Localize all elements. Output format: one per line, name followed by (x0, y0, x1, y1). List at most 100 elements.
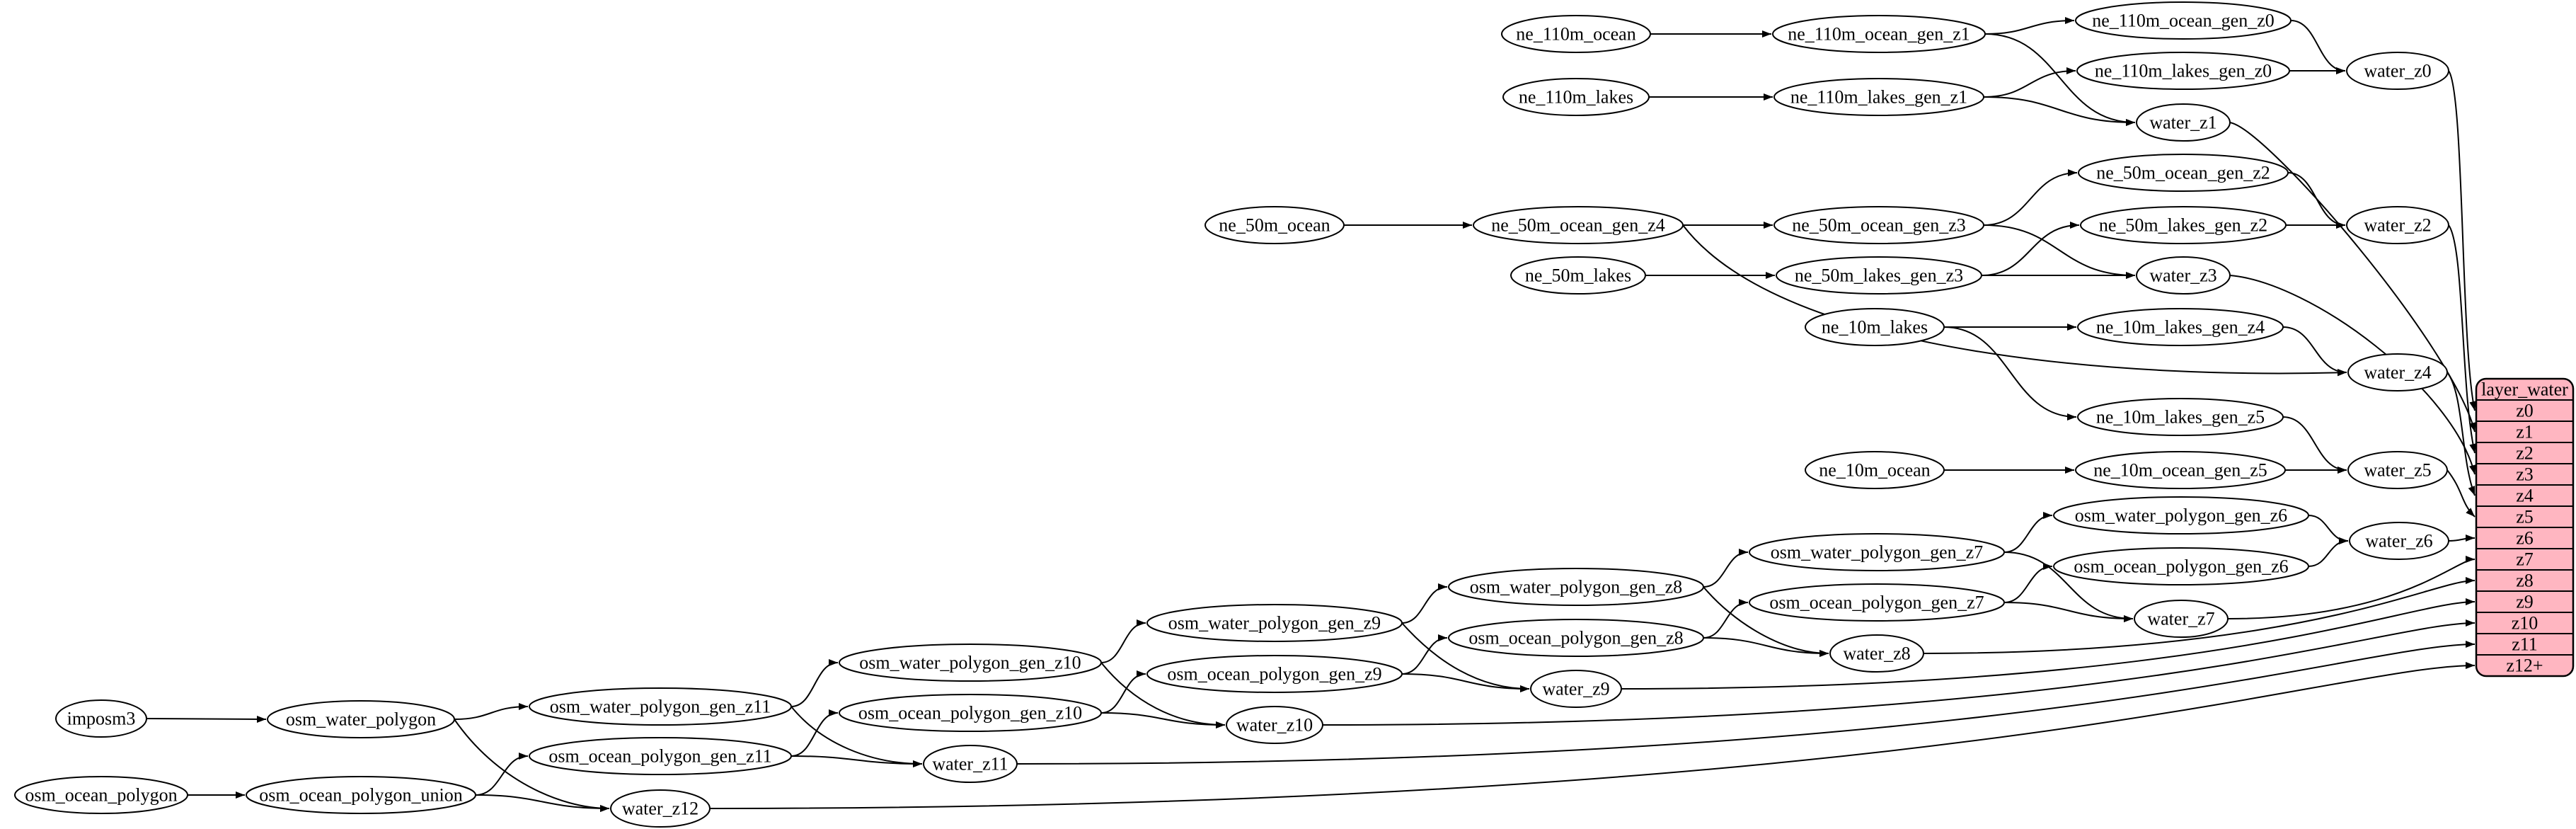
node-water_z7: water_z7 (2134, 600, 2229, 638)
node-ne_110m_ocean_gen_z1-label: ne_110m_ocean_gen_z1 (1788, 24, 1970, 45)
node-water_z1-label: water_z1 (2149, 113, 2216, 133)
node-osm_ocean_polygon_gen_z8: osm_ocean_polygon_gen_z8 (1448, 619, 1704, 657)
edge-osm_ocean_polygon_gen_z6--water_z6 (2308, 537, 2349, 567)
record-row-z6: z6 (2516, 528, 2534, 549)
node-ne_10m_lakes_gen_z4-shape (2077, 308, 2284, 346)
node-osm_ocean_polygon_gen_z10: osm_ocean_polygon_gen_z10 (839, 694, 1102, 732)
node-osm_ocean_polygon_gen_z6-label: osm_ocean_polygon_gen_z6 (2074, 556, 2288, 577)
node-water_z5: water_z5 (2347, 451, 2448, 489)
node-water_z5-shape (2347, 451, 2448, 489)
node-water_z0-label: water_z0 (2364, 61, 2431, 81)
edge-osm_ocean_polygon_gen_z9--water_z9 (1401, 673, 1530, 692)
edge-osm_ocean_polygon_gen_z10--osm_ocean_polygon_gen_z9 (1100, 670, 1146, 714)
node-ne_10m_lakes_gen_z4-label: ne_10m_lakes_gen_z4 (2096, 317, 2265, 338)
node-osm_water_polygon_gen_z11: osm_water_polygon_gen_z11 (529, 687, 792, 726)
node-ne_110m_lakes_gen_z1-shape (1773, 78, 1984, 116)
node-ne_110m_ocean_gen_z0-label: ne_110m_ocean_gen_z0 (2092, 11, 2275, 31)
node-ne_10m_ocean: ne_10m_ocean (1805, 451, 1945, 489)
node-ne_10m_ocean_gen_z5: ne_10m_ocean_gen_z5 (2075, 451, 2286, 489)
edge-water_z8--layer_water-z8 (1923, 577, 2476, 654)
node-ne_110m_lakes_gen_z0: ne_110m_lakes_gen_z0 (2076, 52, 2290, 90)
node-osm_water_polygon_gen_z11-shape (529, 687, 792, 726)
node-ne_50m_lakes_gen_z2: ne_50m_lakes_gen_z2 (2080, 206, 2287, 244)
node-ne_50m_lakes-label: ne_50m_lakes (1525, 265, 1631, 286)
record-title: layer_water (2481, 379, 2568, 400)
node-ne_50m_lakes_gen_z3-label: ne_50m_lakes_gen_z3 (1795, 265, 1963, 286)
node-imposm3-label: imposm3 (67, 709, 136, 729)
node-ne_110m_ocean_gen_z1: ne_110m_ocean_gen_z1 (1772, 15, 1986, 53)
node-osm_ocean_polygon_union-shape (246, 776, 476, 814)
node-ne_50m_ocean_gen_z4-shape (1473, 206, 1684, 244)
edge-water_z12--layer_water-z12+ (709, 662, 2476, 809)
record-row-z10: z10 (2512, 613, 2538, 634)
node-osm_ocean_polygon_union: osm_ocean_polygon_union (246, 776, 476, 814)
record-row-z11: z11 (2512, 634, 2538, 655)
edge-ne_50m_ocean_gen_z3--ne_50m_ocean_gen_z2 (1983, 169, 2078, 226)
edge-osm_ocean_polygon_gen_z7--water_z7 (2003, 602, 2134, 622)
node-ne_50m_ocean-label: ne_50m_ocean (1219, 215, 1330, 236)
node-osm_water_polygon_gen_z9-label: osm_water_polygon_gen_z9 (1168, 613, 1381, 634)
record-layer: layer_waterz0z1z2z3z4z5z6z7z8z9z10z11z12… (2475, 377, 2575, 678)
node-water_z10-shape (1226, 706, 1323, 744)
node-ne_10m_lakes: ne_10m_lakes (1805, 308, 1945, 346)
node-ne_10m_ocean_gen_z5-shape (2075, 451, 2286, 489)
node-osm_ocean_polygon_gen_z11-shape (529, 737, 792, 775)
node-water_z1: water_z1 (2136, 103, 2231, 142)
record-row-z3: z3 (2516, 464, 2534, 485)
edge-osm_ocean_polygon_gen_z11--osm_ocean_polygon_gen_z10 (790, 709, 839, 757)
node-ne_10m_lakes_gen_z4: ne_10m_lakes_gen_z4 (2077, 308, 2284, 346)
node-water_z4-label: water_z4 (2364, 362, 2431, 383)
node-water_z6-shape (2349, 522, 2449, 560)
node-water_z4-shape (2347, 353, 2448, 391)
edge-osm_water_polygon_gen_z7--osm_water_polygon_gen_z6 (2003, 512, 2053, 553)
node-ne_10m_ocean-shape (1805, 451, 1945, 489)
edge-water_z1--layer_water-z1 (2229, 122, 2476, 433)
node-water_z7-shape (2134, 600, 2229, 638)
edge-osm_ocean_polygon_union--water_z12 (475, 794, 610, 812)
record-row-z8: z8 (2516, 571, 2534, 591)
edge-water_z6--layer_water-z6 (2448, 534, 2476, 542)
node-osm_ocean_polygon_gen_z7-shape (1749, 583, 2005, 622)
edge-osm_water_polygon_gen_z7--water_z7 (2003, 551, 2134, 622)
edge-ne_50m_ocean_gen_z4--water_z4 (1682, 224, 2347, 377)
node-ne_110m_lakes_gen_z1: ne_110m_lakes_gen_z1 (1773, 78, 1984, 116)
edge-ne_110m_lakes_gen_z1--water_z1 (1983, 96, 2136, 126)
edge-ne_110m_ocean_gen_z0--water_z0 (2290, 20, 2346, 74)
node-ne_110m_lakes_gen_z0-shape (2076, 52, 2290, 90)
node-ne_50m_lakes: ne_50m_lakes (1510, 256, 1646, 295)
node-ne_50m_lakes-shape (1510, 256, 1646, 295)
node-water_z3-label: water_z3 (2149, 265, 2216, 286)
node-ne_10m_ocean_gen_z5-label: ne_10m_ocean_gen_z5 (2093, 460, 2267, 481)
node-water_z6: water_z6 (2349, 522, 2449, 560)
node-water_z11-shape (923, 745, 1018, 783)
record-row-z2: z2 (2516, 443, 2534, 464)
node-ne_50m_ocean_gen_z2-label: ne_50m_ocean_gen_z2 (2096, 163, 2270, 183)
node-ne_50m_lakes_gen_z3-shape (1776, 256, 1982, 295)
edges-layer (146, 17, 2477, 812)
node-osm_ocean_polygon_gen_z6: osm_ocean_polygon_gen_z6 (2053, 547, 2309, 585)
node-ne_50m_ocean_gen_z3-label: ne_50m_ocean_gen_z3 (1792, 215, 1965, 236)
node-water_z11: water_z11 (923, 745, 1018, 783)
node-water_z2: water_z2 (2346, 206, 2449, 244)
node-ne_110m_ocean-label: ne_110m_ocean (1516, 24, 1635, 45)
node-osm_ocean_polygon_gen_z9: osm_ocean_polygon_gen_z9 (1146, 655, 1403, 693)
node-ne_50m_ocean_gen_z2-shape (2078, 154, 2289, 192)
node-water_z12-shape (610, 789, 711, 828)
record-row-z9: z9 (2516, 592, 2534, 612)
node-osm_ocean_polygon_union-label: osm_ocean_polygon_union (259, 785, 462, 806)
node-water_z11-label: water_z11 (932, 754, 1008, 774)
edge-ne_110m_ocean_gen_z1--ne_110m_ocean_gen_z0 (1984, 17, 2075, 35)
node-water_z3-shape (2136, 256, 2231, 295)
node-osm_water_polygon_gen_z8-shape (1448, 568, 1704, 606)
node-ne_110m_lakes-shape (1502, 78, 1650, 116)
node-ne_110m_ocean-shape (1501, 15, 1651, 53)
node-water_z8-shape (1829, 634, 1924, 673)
node-water_z0: water_z0 (2346, 52, 2449, 90)
edge-ne_50m_lakes_gen_z3--ne_50m_lakes_gen_z2 (1981, 222, 2080, 276)
edge-water_z5--layer_water-z5 (2446, 469, 2476, 518)
node-osm_water_polygon: osm_water_polygon (267, 700, 455, 738)
node-ne_10m_lakes-shape (1805, 308, 1945, 346)
node-water_z10-label: water_z10 (1236, 715, 1313, 736)
node-osm_ocean_polygon_gen_z10-label: osm_ocean_polygon_gen_z10 (858, 703, 1082, 724)
node-ne_110m_ocean_gen_z0: ne_110m_ocean_gen_z0 (2075, 1, 2292, 40)
